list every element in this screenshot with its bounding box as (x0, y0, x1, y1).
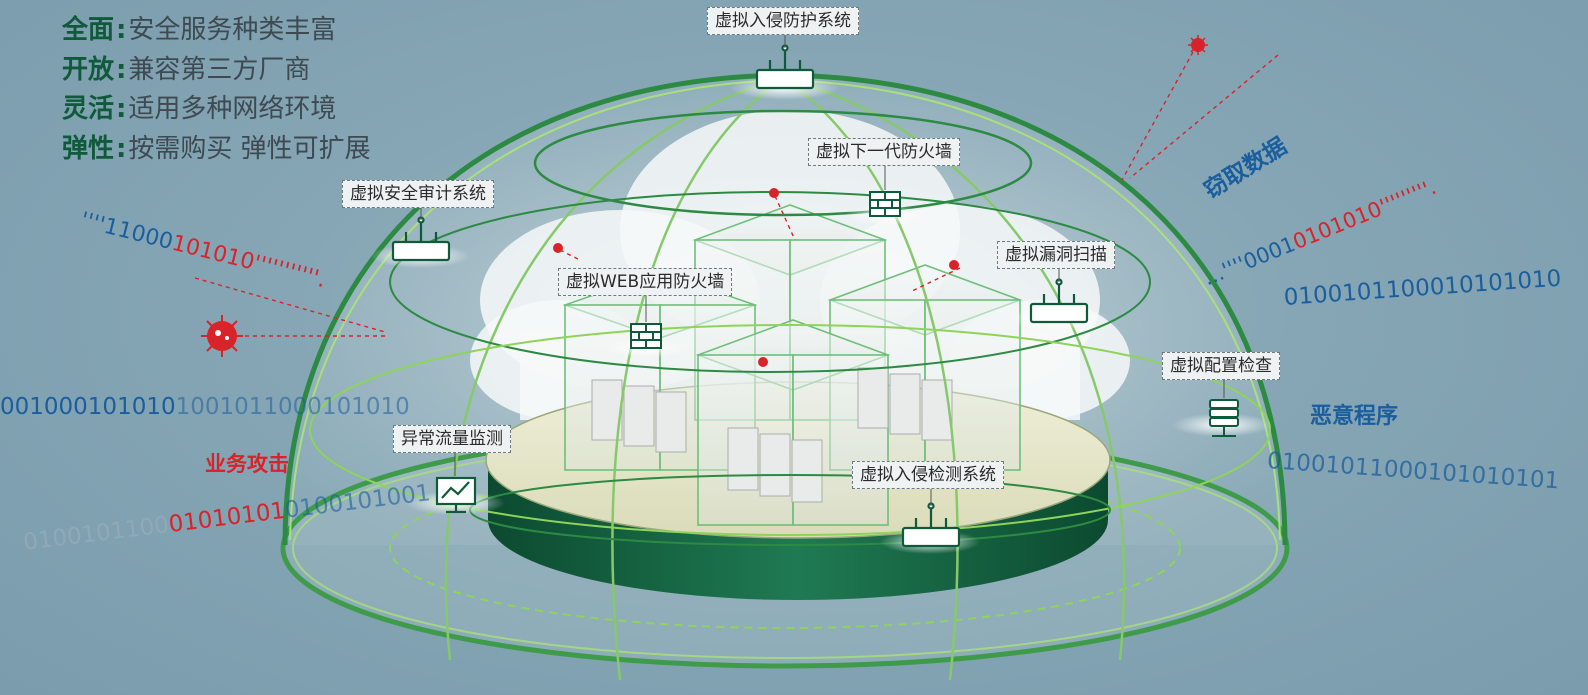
traffic-monitor-icon (435, 476, 477, 514)
feature-desc: 兼容第三方厂商 (128, 55, 311, 85)
label-virtual-vuln-scan: 虚拟漏洞扫描 (997, 241, 1115, 269)
dashed-orbit (389, 467, 1181, 629)
feature-key: 开放 (62, 55, 115, 85)
label-traffic-monitoring: 异常流量监测 (393, 425, 511, 453)
feature-key: 灵活 (62, 94, 115, 124)
label-virtual-ips: 虚拟入侵防护系统 (707, 7, 859, 35)
server-cubes (562, 204, 1023, 526)
router-icon (1029, 278, 1089, 324)
router-icon (391, 216, 451, 262)
dome-frame (282, 72, 1288, 681)
virus-icon (553, 188, 959, 367)
feature-flexible: 灵活:适用多种网络环境 (62, 94, 337, 124)
label-virtual-ids: 虚拟入侵检测系统 (852, 461, 1004, 489)
feature-comprehensive: 全面:安全服务种类丰富 (62, 15, 337, 45)
feature-key: 全面 (62, 15, 115, 45)
label-virtual-audit: 虚拟安全审计系统 (342, 180, 494, 208)
threat-malware: 恶意程序 (1310, 404, 1399, 429)
feature-elastic: 弹性:按需购买 弹性可扩展 (62, 134, 371, 164)
virus-icon (1188, 35, 1208, 55)
router-icon (755, 44, 815, 90)
feature-open: 开放:兼容第三方厂商 (62, 55, 311, 85)
threat-business-attack: 业务攻击 (205, 452, 289, 476)
virus-icon (201, 315, 243, 357)
label-virtual-config-check: 虚拟配置检查 (1162, 352, 1280, 380)
feature-desc: 安全服务种类丰富 (128, 15, 337, 45)
server-stack-icon (1209, 399, 1239, 437)
label-virtual-ngfw: 虚拟下一代防火墙 (808, 138, 960, 166)
router-icon (901, 502, 961, 548)
firewall-icon (630, 323, 662, 349)
feature-desc: 按需购买 弹性可扩展 (128, 134, 371, 164)
feature-desc: 适用多种网络环境 (128, 94, 337, 124)
label-virtual-waf: 虚拟WEB应用防火墙 (558, 268, 733, 296)
firewall-icon (869, 191, 901, 217)
binary-stream-left-mid: 0010001010101001011000101010 (0, 394, 410, 420)
feature-key: 弹性 (62, 134, 115, 164)
attack-lines (194, 51, 1279, 337)
